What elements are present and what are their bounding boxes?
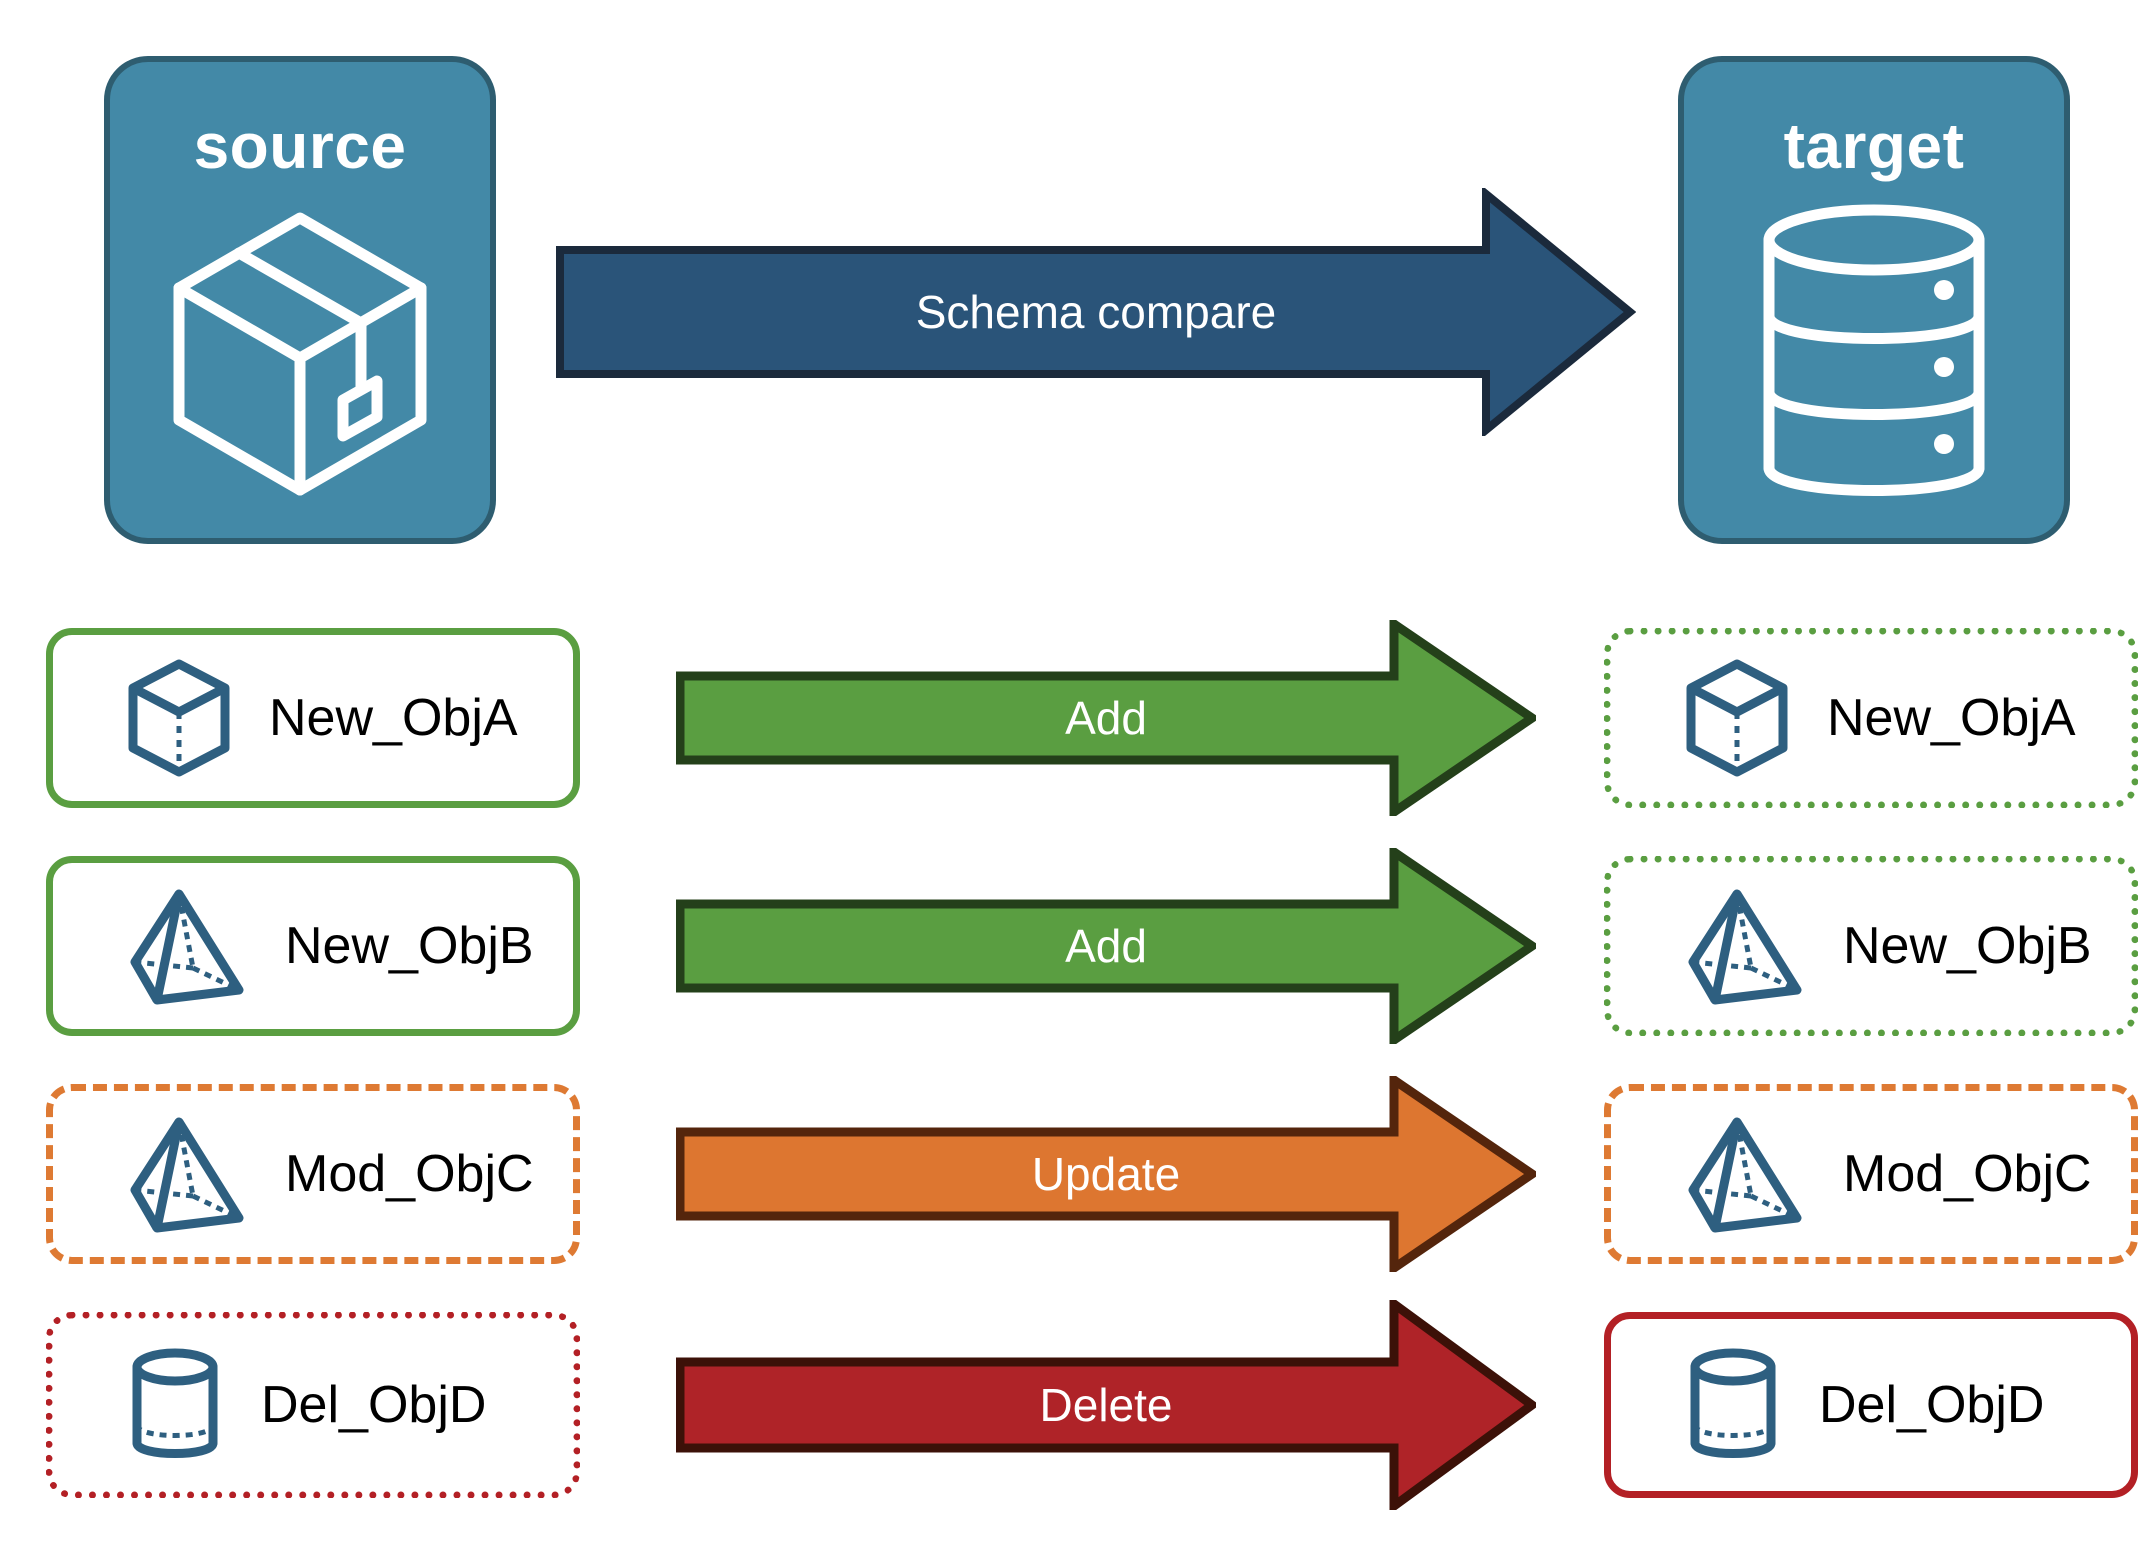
target-object-card: Mod_ObjC xyxy=(1604,1084,2138,1264)
target-object-card: New_ObjB xyxy=(1604,856,2138,1036)
source-object-card: New_ObjA xyxy=(46,628,580,808)
source-endpoint-card: source xyxy=(104,56,496,544)
target-object-label: Mod_ObjC xyxy=(1843,1145,2092,1203)
target-endpoint-card: target xyxy=(1678,56,2070,544)
target-object-label: Del_ObjD xyxy=(1819,1376,2045,1434)
target-title: target xyxy=(1783,110,1965,182)
source-object-label: Del_ObjD xyxy=(261,1376,487,1434)
target-object-label: New_ObjA xyxy=(1827,689,2076,747)
wireframe-pyramid-icon xyxy=(1685,886,1805,1006)
wireframe-cylinder-icon xyxy=(127,1345,223,1465)
package-box-icon xyxy=(165,204,435,509)
target-object-label: New_ObjB xyxy=(1843,917,2092,975)
source-title: source xyxy=(193,110,407,182)
row-action-arrow: Add xyxy=(675,843,1540,1049)
source-object-label: Mod_ObjC xyxy=(285,1145,534,1203)
row-action-arrow: Delete xyxy=(675,1295,1540,1515)
wireframe-pyramid-icon xyxy=(127,1114,247,1234)
source-object-label: New_ObjA xyxy=(269,689,518,747)
target-object-card: Del_ObjD xyxy=(1604,1312,2138,1498)
wireframe-pyramid-icon xyxy=(127,886,247,1006)
source-object-label: New_ObjB xyxy=(285,917,534,975)
schema-compare-arrow: Schema compare xyxy=(556,185,1637,439)
source-object-card: Mod_ObjC xyxy=(46,1084,580,1264)
source-object-card: Del_ObjD xyxy=(46,1312,580,1498)
wireframe-cylinder-icon xyxy=(1685,1345,1781,1465)
row-action-arrow: Add xyxy=(675,615,1540,821)
database-cylinder-icon xyxy=(1759,204,1989,509)
source-object-card: New_ObjB xyxy=(46,856,580,1036)
wireframe-cube-icon xyxy=(1685,658,1789,778)
row-action-arrow: Update xyxy=(675,1071,1540,1277)
wireframe-pyramid-icon xyxy=(1685,1114,1805,1234)
target-object-card: New_ObjA xyxy=(1604,628,2138,808)
wireframe-cube-icon xyxy=(127,658,231,778)
